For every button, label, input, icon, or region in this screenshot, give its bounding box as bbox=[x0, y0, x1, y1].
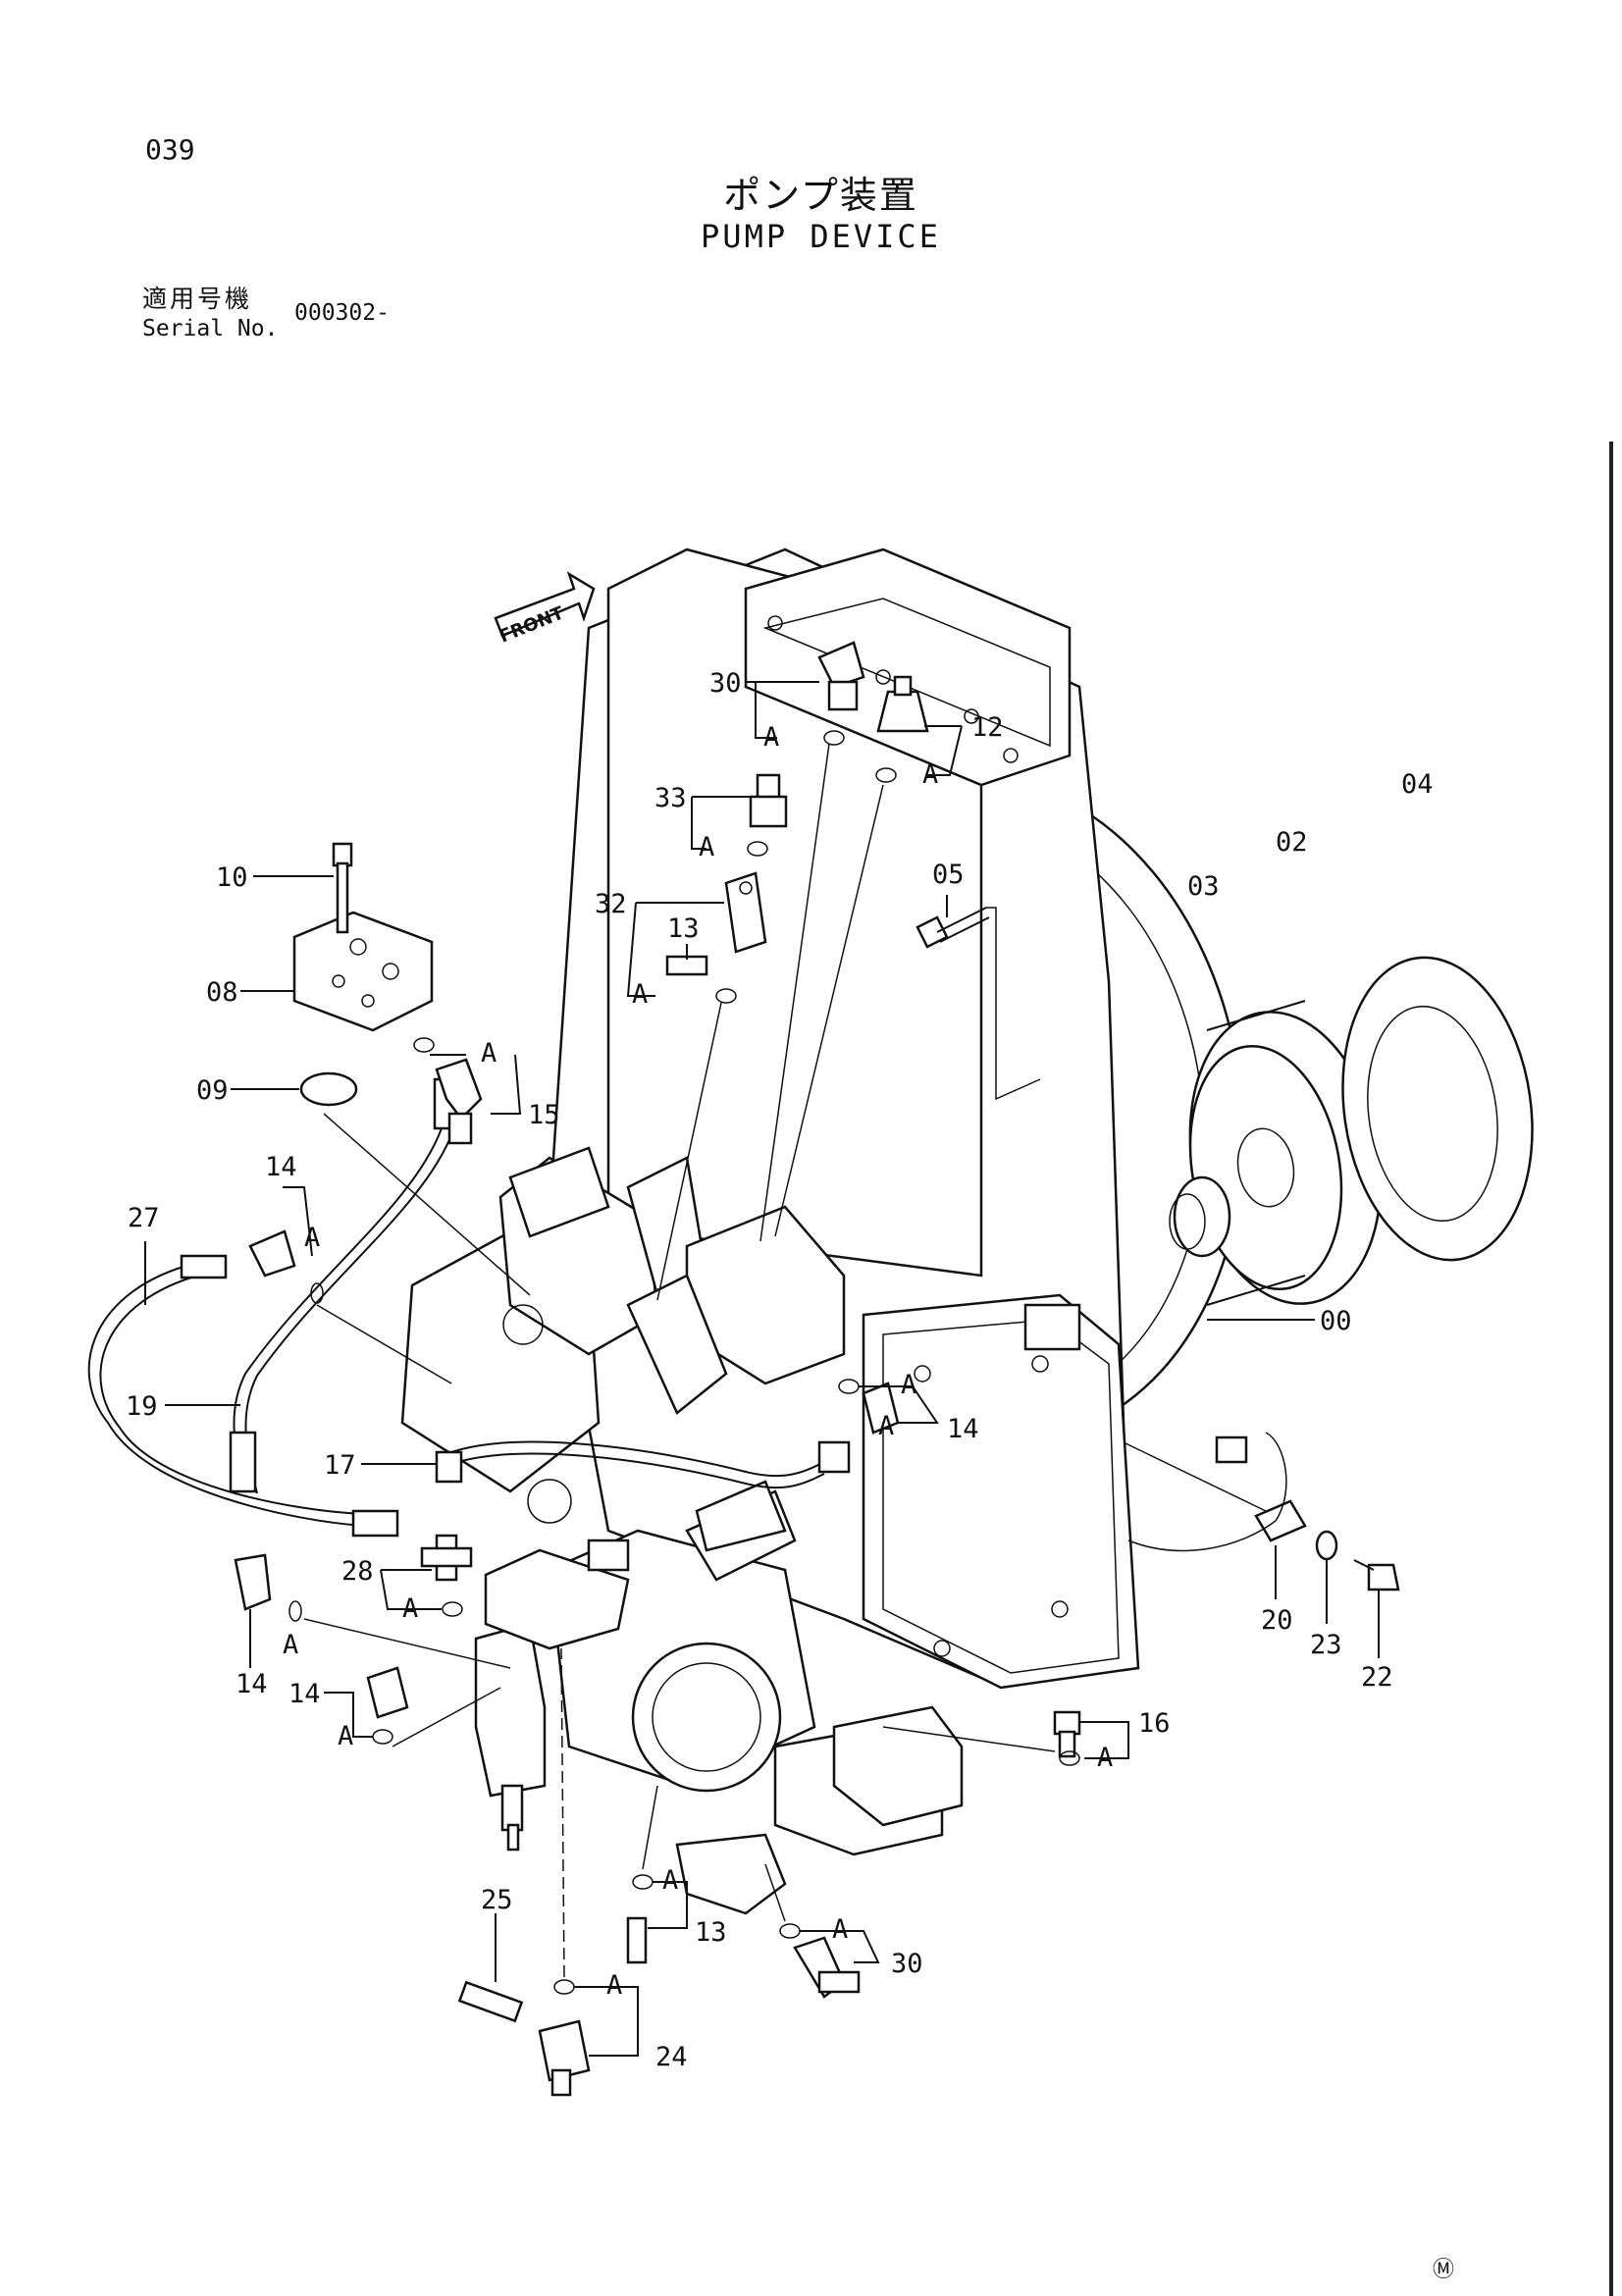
callout-09: 09 bbox=[196, 1075, 229, 1106]
callout-02: 02 bbox=[1276, 827, 1308, 858]
valve-24 bbox=[538, 2019, 591, 2097]
elbow-14-bottom bbox=[366, 1666, 409, 1719]
callout-04: 04 bbox=[1401, 769, 1434, 800]
valve-block-08 bbox=[292, 911, 434, 1032]
callout-30-bottom: 30 bbox=[891, 1949, 923, 1979]
hose-27 bbox=[87, 1254, 399, 1538]
callout-27: 27 bbox=[128, 1203, 160, 1233]
ref-a-14-right-upper: A bbox=[901, 1370, 916, 1400]
ref-a-13-bottom: A bbox=[662, 1865, 678, 1896]
callout-10: 10 bbox=[216, 862, 248, 893]
ref-a-24: A bbox=[606, 1970, 622, 2001]
ref-a-30-bottom: A bbox=[832, 1914, 848, 1945]
elbow-fitting-30-top bbox=[817, 641, 865, 711]
sensor-33 bbox=[749, 773, 788, 828]
callout-13-top: 13 bbox=[667, 913, 700, 944]
block-32 bbox=[724, 871, 767, 954]
manual-marker-symbol: Ⓜ bbox=[1433, 2258, 1455, 2282]
callout-15: 15 bbox=[528, 1100, 560, 1130]
ref-a-32: A bbox=[632, 979, 648, 1010]
ref-a-14-right-lower: A bbox=[878, 1411, 894, 1441]
bushing-03 bbox=[1169, 1175, 1231, 1258]
ref-a-15: A bbox=[481, 1038, 497, 1069]
callout-14-right: 14 bbox=[947, 1414, 979, 1444]
sensor-25 bbox=[457, 1980, 524, 2023]
callout-00: 00 bbox=[1320, 1306, 1352, 1336]
plug-fitting-12 bbox=[876, 675, 929, 733]
tee-fitting-28 bbox=[420, 1534, 473, 1582]
elbow-14-lower bbox=[234, 1553, 272, 1611]
callout-14-bottom: 14 bbox=[288, 1679, 321, 1709]
o-ring-09 bbox=[299, 1071, 358, 1107]
elbow-14-upper bbox=[248, 1229, 296, 1278]
serial-label-japanese: 適用号機 bbox=[142, 285, 253, 313]
ref-a-14-upper: A bbox=[304, 1223, 320, 1253]
callout-24: 24 bbox=[655, 2042, 688, 2072]
ref-a-16: A bbox=[1097, 1743, 1113, 1773]
hose-17 bbox=[435, 1440, 851, 1489]
callout-labels: 30 12 33 10 32 13 05 04 02 03 08 09 15 1… bbox=[126, 668, 1434, 2072]
ref-a-33: A bbox=[699, 832, 714, 862]
callout-08: 08 bbox=[206, 977, 238, 1008]
side-valve-block bbox=[474, 1539, 630, 1852]
callout-05: 05 bbox=[932, 860, 965, 890]
callout-14-lower: 14 bbox=[235, 1669, 268, 1699]
ref-a-12: A bbox=[922, 759, 938, 790]
callout-25: 25 bbox=[481, 1885, 513, 1915]
callout-03: 03 bbox=[1187, 871, 1220, 902]
page-title-japanese: ポンプ装置 bbox=[723, 174, 918, 217]
washer-23 bbox=[1315, 1530, 1338, 1561]
fitting-13-bottom bbox=[626, 1916, 648, 1964]
callout-19: 19 bbox=[126, 1391, 158, 1422]
page-number: 039 bbox=[145, 133, 195, 166]
callout-13-bottom: 13 bbox=[695, 1917, 727, 1948]
bracket-20 bbox=[1127, 1432, 1307, 1552]
page-title-english: PUMP DEVICE bbox=[701, 218, 941, 255]
leader-lines bbox=[144, 681, 1380, 2057]
ref-a-14-bottom: A bbox=[338, 1721, 353, 1751]
bolt-05 bbox=[916, 907, 990, 949]
callout-20: 20 bbox=[1261, 1605, 1293, 1636]
serial-label-english: Serial No. bbox=[142, 316, 279, 341]
elbow-15 bbox=[435, 1058, 483, 1145]
flange-plate-04 bbox=[1341, 956, 1534, 1262]
ref-a-28: A bbox=[402, 1593, 418, 1624]
callout-33: 33 bbox=[654, 783, 687, 813]
callout-32: 32 bbox=[595, 889, 627, 919]
regulator-assembly bbox=[400, 1146, 846, 1524]
plug-16 bbox=[1053, 1710, 1081, 1758]
front-arrow-icon: FRONT bbox=[494, 571, 596, 648]
callout-22: 22 bbox=[1361, 1662, 1393, 1693]
elbow-30-bottom bbox=[793, 1936, 861, 1999]
bolt-10 bbox=[332, 842, 353, 934]
ref-a-14-lower: A bbox=[283, 1630, 298, 1660]
serial-number-value: 000302- bbox=[294, 300, 390, 326]
callout-17: 17 bbox=[324, 1450, 356, 1481]
callout-28: 28 bbox=[341, 1556, 374, 1587]
callout-12: 12 bbox=[971, 712, 1004, 743]
page-edge-rule bbox=[1609, 442, 1613, 2296]
callout-14-upper: 14 bbox=[265, 1152, 297, 1182]
ref-a-30-top: A bbox=[763, 722, 779, 753]
callout-30-top: 30 bbox=[709, 668, 742, 699]
callout-16: 16 bbox=[1138, 1708, 1171, 1739]
bolt-22 bbox=[1353, 1559, 1400, 1592]
callout-23: 23 bbox=[1310, 1630, 1342, 1660]
